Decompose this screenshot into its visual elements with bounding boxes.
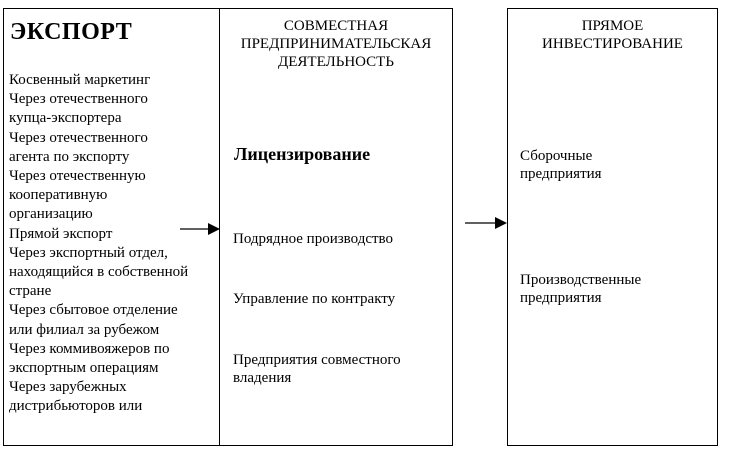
heading-line: СОВМЕСТНАЯ xyxy=(283,18,389,34)
joint-venture-box: СОВМЕСТНАЯ ПРЕДПРИНИМАТЕЛЬСКАЯ ДЕЯТЕЛЬНО… xyxy=(219,8,453,446)
licensing-label: Лицензирование xyxy=(234,144,371,164)
export-item: Через экспортный отдел, xyxy=(9,244,168,261)
direct-investment-box: ПРЯМОЕ ИНВЕСТИРОВАНИЕ Сборочные предприя… xyxy=(507,8,718,446)
export-item: Через отечественного xyxy=(9,91,148,108)
joint-ownership-label: Предприятия совместного владения xyxy=(233,351,401,387)
joint-ownership-line: Предприятия совместного xyxy=(233,352,401,368)
assembly-line: предприятия xyxy=(520,166,602,182)
export-item: Через коммивояжеров по xyxy=(9,340,170,357)
export-item: Косвенный маркетинг xyxy=(9,72,151,88)
arrow-joint-to-direct xyxy=(465,217,507,229)
arrow-head xyxy=(208,223,220,235)
joint-venture-heading: СОВМЕСТНАЯ ПРЕДПРИНИМАТЕЛЬСКАЯ ДЕЯТЕЛЬНО… xyxy=(220,17,452,71)
heading-line: ПРЯМОЕ xyxy=(581,18,644,34)
export-item: организацию xyxy=(9,206,93,223)
heading-line: ПРЕДПРИНИМАТЕЛЬСКАЯ xyxy=(240,36,432,52)
assembly-line: Сборочные xyxy=(520,148,593,164)
export-item: дистрибьюторов или xyxy=(9,398,143,415)
export-methods-list: Косвенный маркетинг Через отечественного… xyxy=(9,71,219,417)
assembly-plants-label: Сборочные предприятия xyxy=(520,147,602,183)
arrow-head xyxy=(495,217,507,229)
export-item: или филиал за рубежом xyxy=(9,321,160,338)
export-item: агента по экспорту xyxy=(9,148,130,165)
export-box: ЭКСПОРТ Косвенный маркетинг Через отечес… xyxy=(3,8,220,446)
contract-manufacturing-label: Подрядное производство xyxy=(233,231,394,247)
export-title: ЭКСПОРТ xyxy=(10,19,133,45)
export-item: кооперативную xyxy=(9,187,108,204)
export-item: стране xyxy=(9,283,52,300)
export-item: находящийся в собственной xyxy=(9,264,189,281)
export-item: Через отечественного xyxy=(9,129,148,146)
heading-line: ДЕЯТЕЛЬНОСТЬ xyxy=(278,54,394,70)
export-item: купца-экспортера xyxy=(9,110,122,127)
export-item: Через отечественную xyxy=(9,168,146,185)
joint-ownership-line: владения xyxy=(233,370,292,386)
production-line: предприятия xyxy=(520,290,602,306)
direct-investment-heading: ПРЯМОЕ ИНВЕСТИРОВАНИЕ xyxy=(508,17,717,53)
management-contract-label: Управление по контракту xyxy=(233,291,396,307)
arrow-export-to-joint xyxy=(180,223,220,235)
export-item: Через зарубежных xyxy=(9,379,127,396)
heading-line: ИНВЕСТИРОВАНИЕ xyxy=(542,36,683,52)
export-item: Через сбытовое отделение xyxy=(9,302,178,319)
production-plants-label: Производственные предприятия xyxy=(520,271,641,307)
export-item: Прямой экспорт xyxy=(9,225,113,242)
export-item: экспортным операциям xyxy=(9,360,159,377)
production-line: Производственные xyxy=(520,272,642,288)
